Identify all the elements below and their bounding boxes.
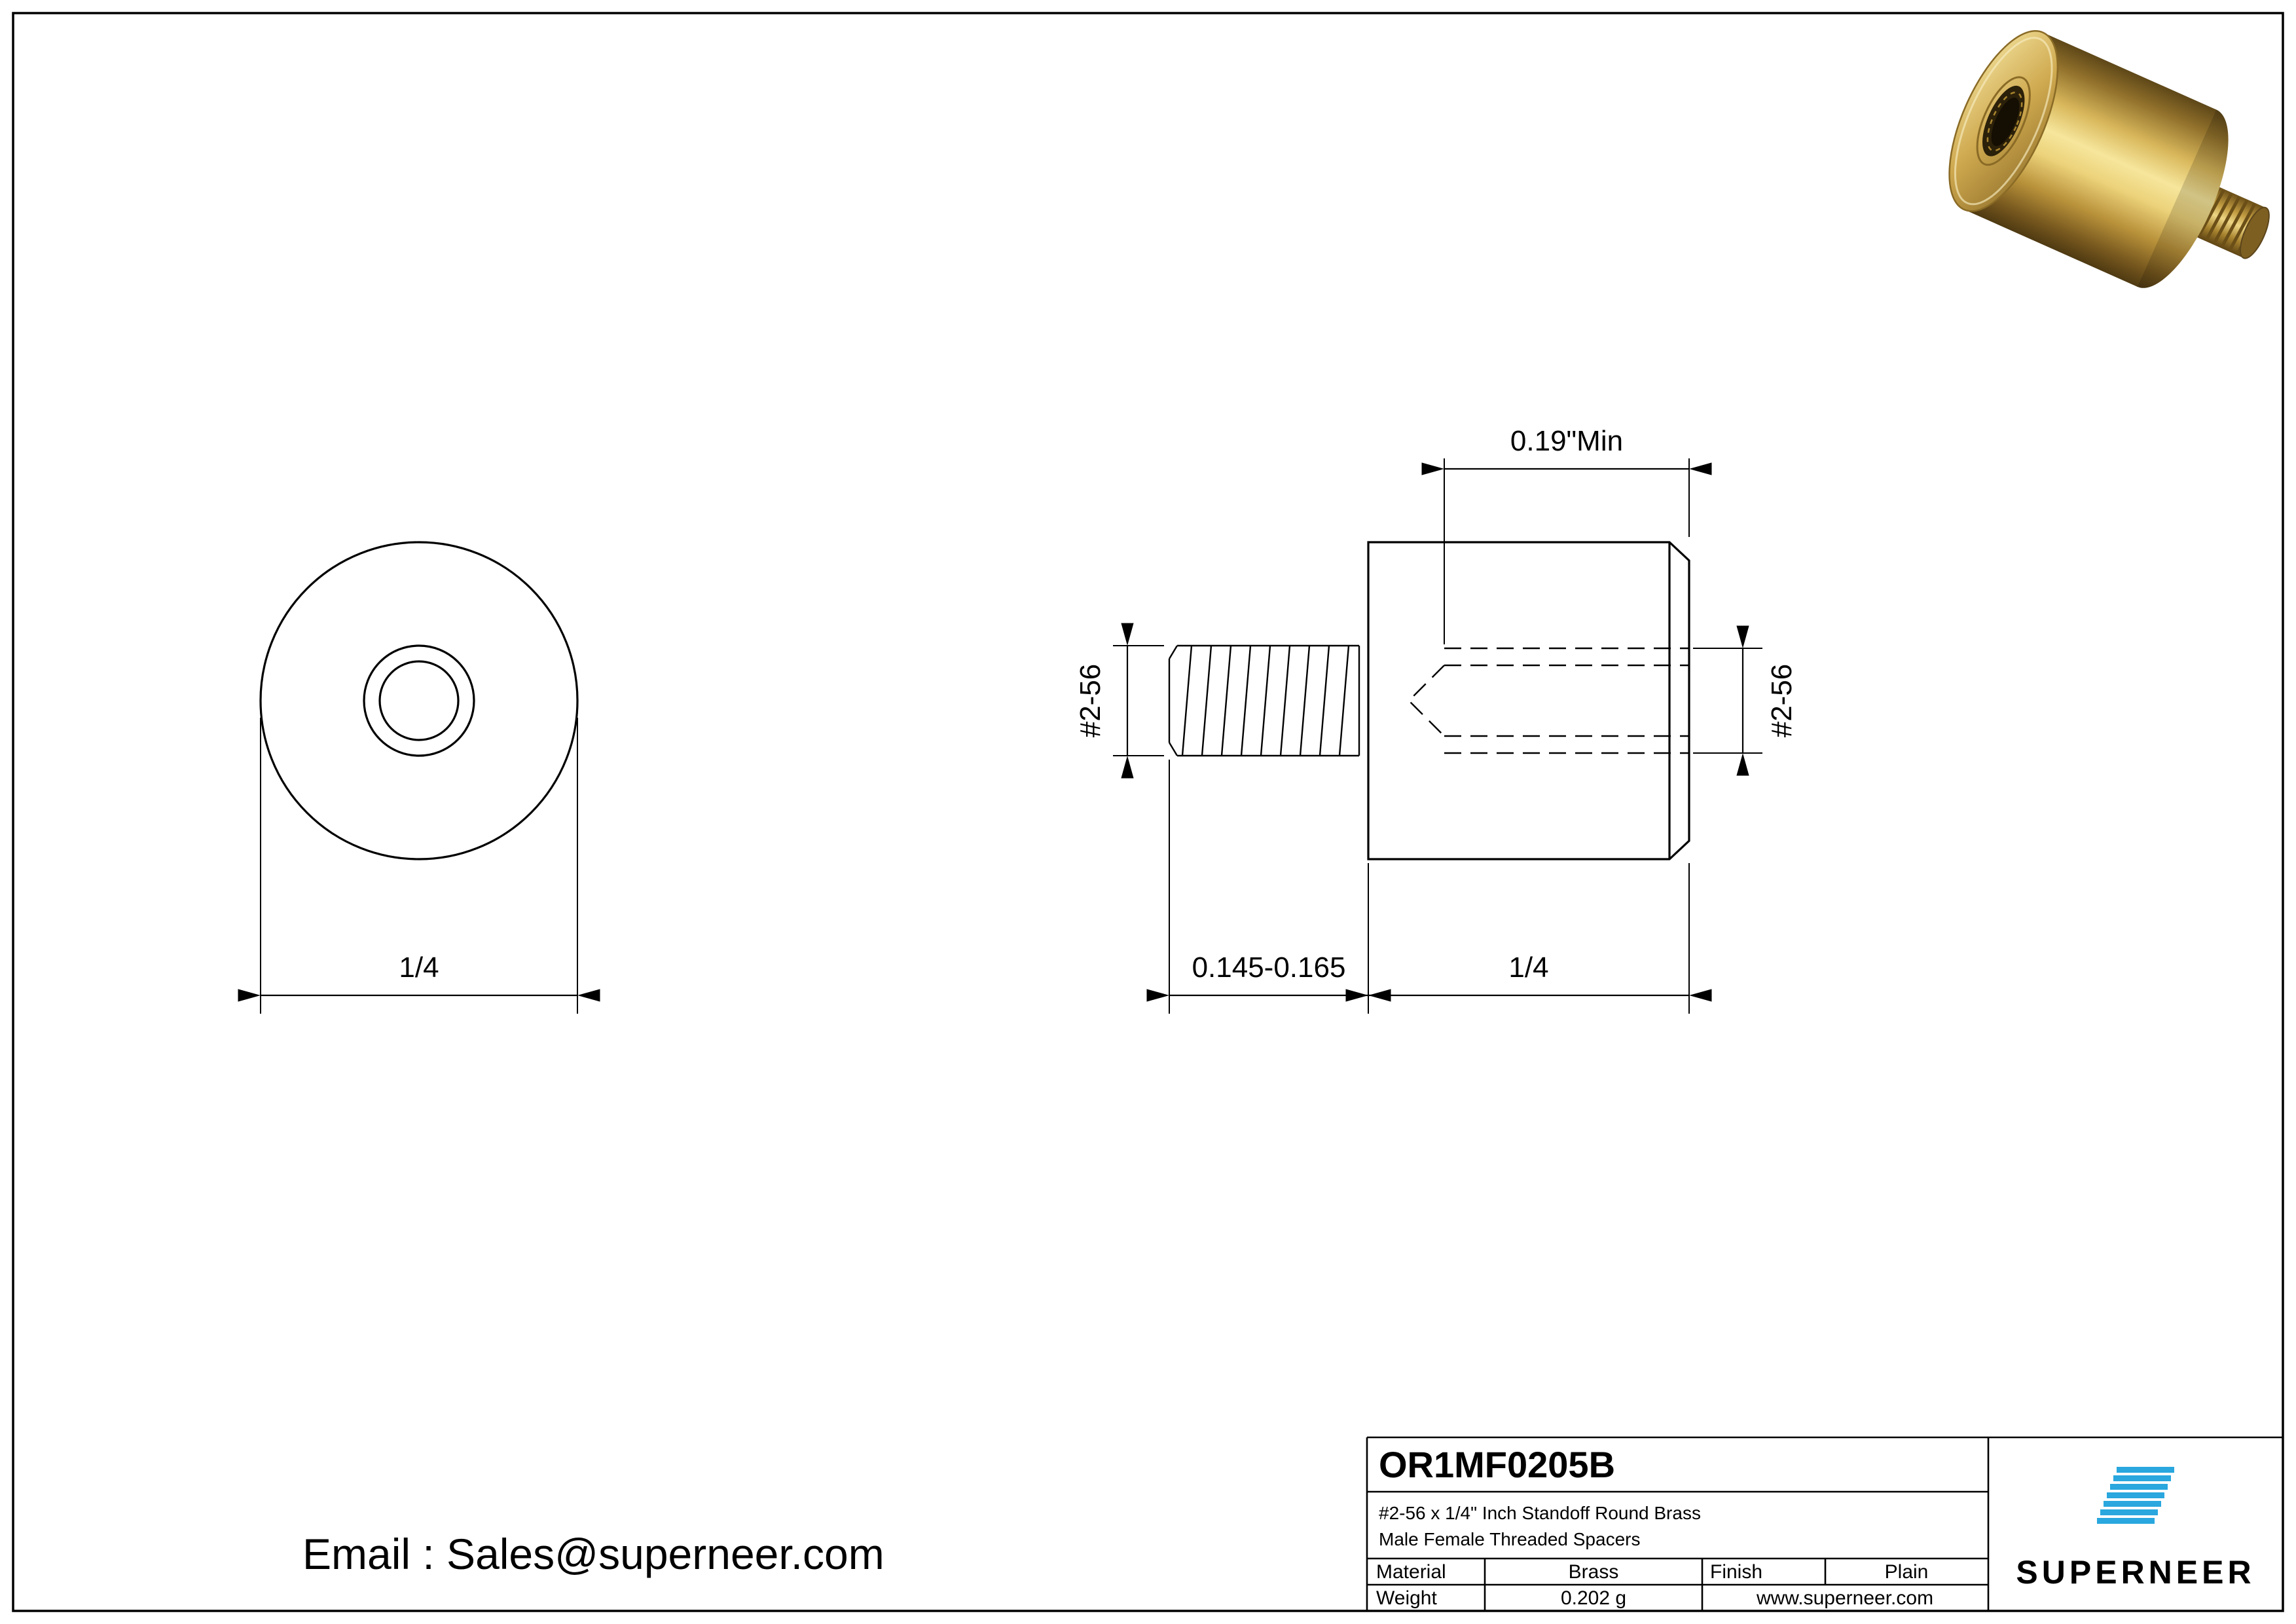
- dim-thread-depth: 0.19"Min: [1421, 425, 1712, 644]
- sheet-border: [12, 12, 2284, 1612]
- description-line2: Male Female Threaded Spacers: [1379, 1529, 1640, 1549]
- part-number: OR1MF0205B: [1379, 1444, 1615, 1485]
- body-length-label: 1/4: [1508, 951, 1548, 984]
- dim-male-thread-length: 0.145-0.165: [1146, 760, 1391, 1014]
- superneer-logo-text: SUPERNEER: [2016, 1554, 2255, 1591]
- material-value: Brass: [1569, 1561, 1619, 1583]
- front-diameter-label: 1/4: [399, 951, 439, 984]
- website-link[interactable]: www.superneer.com: [1756, 1587, 1933, 1609]
- dim-body-length: 1/4: [1345, 863, 1712, 1014]
- weight-value: 0.202 g: [1561, 1587, 1626, 1609]
- dim-front-diameter: 1/4: [238, 718, 600, 1014]
- front-view: [259, 541, 579, 860]
- superneer-logo: SUPERNEER: [2016, 1467, 2255, 1591]
- superneer-logo-icon: [2097, 1467, 2174, 1524]
- male-thread-length-label: 0.145-0.165: [1192, 951, 1346, 984]
- weight-label: Weight: [1376, 1587, 1437, 1609]
- description-line1: #2-56 x 1/4" Inch Standoff Round Brass: [1379, 1503, 1701, 1523]
- finish-value: Plain: [1885, 1561, 1929, 1583]
- female-thread-size-label: #2-56: [1766, 664, 1798, 738]
- title-block: OR1MF0205B #2-56 x 1/4" Inch Standoff Ro…: [1366, 1436, 2283, 1611]
- male-thread-size-label: #2-56: [1074, 664, 1106, 738]
- finish-label: Finish: [1710, 1561, 1762, 1583]
- brass-standoff-render-icon: [1948, 29, 2270, 288]
- dim-male-thread-size: #2-56: [1074, 623, 1164, 779]
- material-label: Material: [1376, 1561, 1446, 1583]
- thread-depth-label: 0.19"Min: [1510, 425, 1623, 457]
- side-view: [1168, 541, 1690, 860]
- dim-female-thread-size: #2-56: [1693, 625, 1798, 776]
- contact-email: Email : Sales@superneer.com: [302, 1530, 884, 1578]
